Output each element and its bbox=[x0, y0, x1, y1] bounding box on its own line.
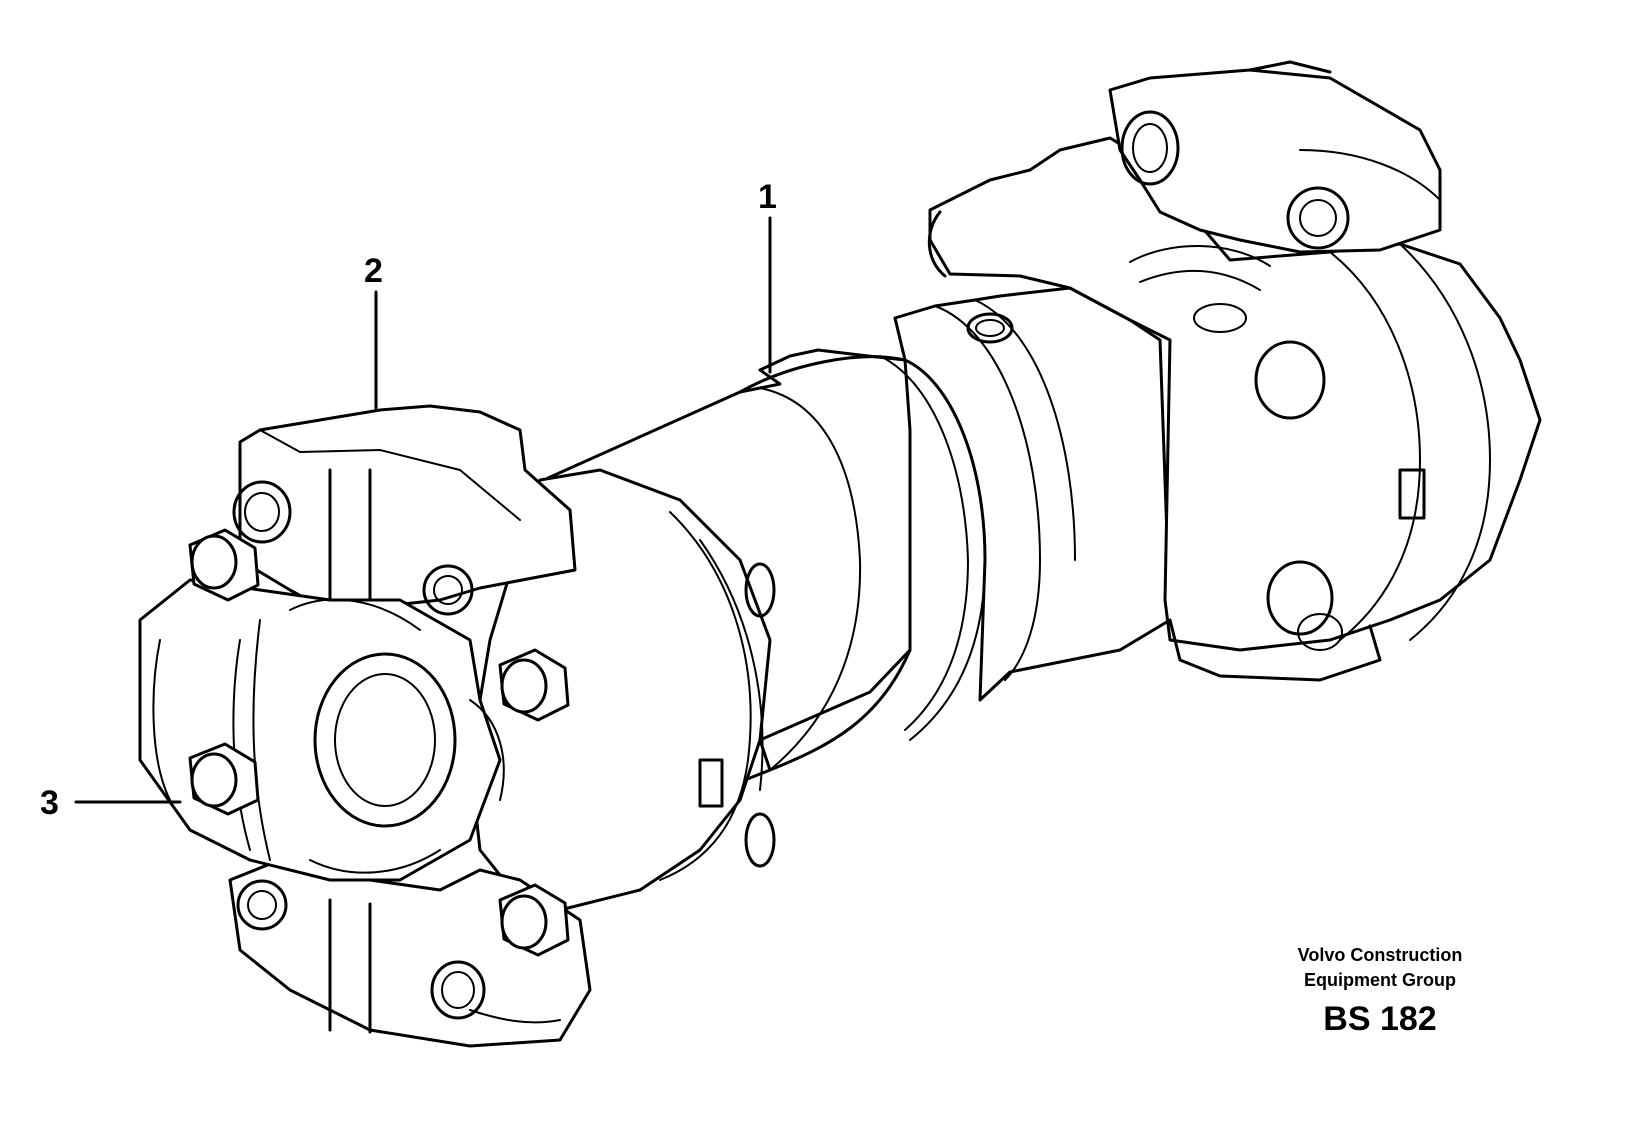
hex-bolts bbox=[188, 528, 570, 957]
credit-line-2: Equipment Group bbox=[1304, 970, 1456, 990]
slip-sleeve bbox=[893, 286, 1172, 702]
credit-line-1: Volvo Construction bbox=[1297, 945, 1463, 965]
callout-label-1: 1 bbox=[758, 178, 777, 216]
drawing-code: BS 182 bbox=[1323, 1000, 1437, 1038]
right-yoke bbox=[927, 60, 1542, 682]
callout-label-2: 2 bbox=[364, 252, 383, 290]
leader-lines bbox=[74, 216, 772, 804]
universal-joint-cross bbox=[138, 578, 505, 882]
callout-label-3: 3 bbox=[40, 784, 59, 822]
